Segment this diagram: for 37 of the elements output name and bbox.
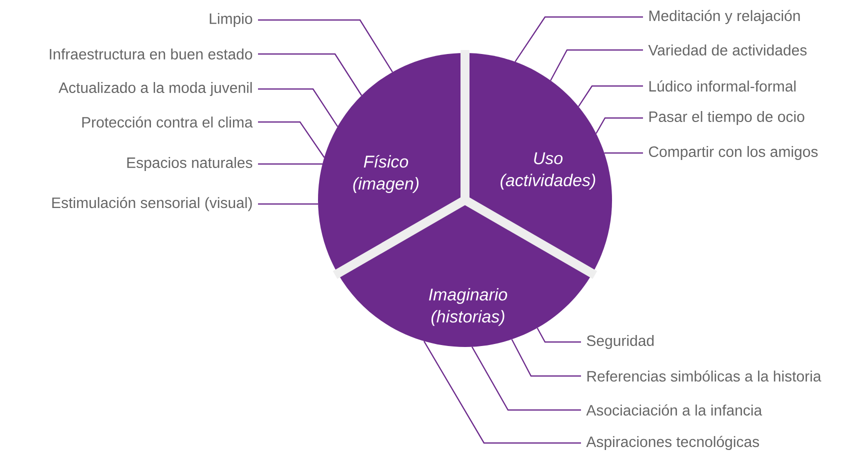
label-text: Lúdico informal-formal [649,80,796,92]
leader-line [596,117,643,134]
node-label: (imagen) [353,177,419,194]
leader-line [514,16,643,62]
leader-line [258,121,325,158]
label-text: Asociaciación a la infancia [586,404,762,416]
leader-line [258,203,318,205]
leader-line [258,88,338,127]
node-label: Imaginario [428,288,508,304]
pie-sector: Uso (actividades) [465,53,612,274]
leader-line [258,53,362,96]
leader-line [258,163,322,165]
label-text: Referencias simbólicas a la historia [587,370,822,382]
label-text: Espacios naturales [127,157,252,171]
node-label: (historias) [431,310,504,326]
node-label: Físico [364,154,408,168]
label-text: Estimulación sensorial (visual) [52,196,252,212]
leader-line [550,49,643,81]
label-text: Variedad de actividades [648,44,807,56]
node-label: Uso [534,152,563,164]
leader-line [578,85,643,107]
label-text: Infraestructura en buen estado [50,48,252,60]
label-text: Aspiraciones tecnológicas [586,436,760,450]
leader-line [604,152,643,154]
leader-line [471,346,581,411]
leader-line [423,340,581,444]
node-label: (actividades) [500,174,596,190]
pie-sector: Físico (imagen) [318,53,465,274]
label-text: Pasar el tiempo de ocio [649,111,804,125]
label-text: Limpio [210,13,252,27]
label-text: Protección contra el clima [82,116,253,128]
label-text: Actualizado a la moda juvenil [58,82,252,96]
label-text: Compartir con los amigos [648,146,818,160]
leader-line [258,19,394,72]
label-text: Meditación y relajación [649,10,800,24]
leader-line [511,339,581,377]
leader-line [536,328,581,343]
